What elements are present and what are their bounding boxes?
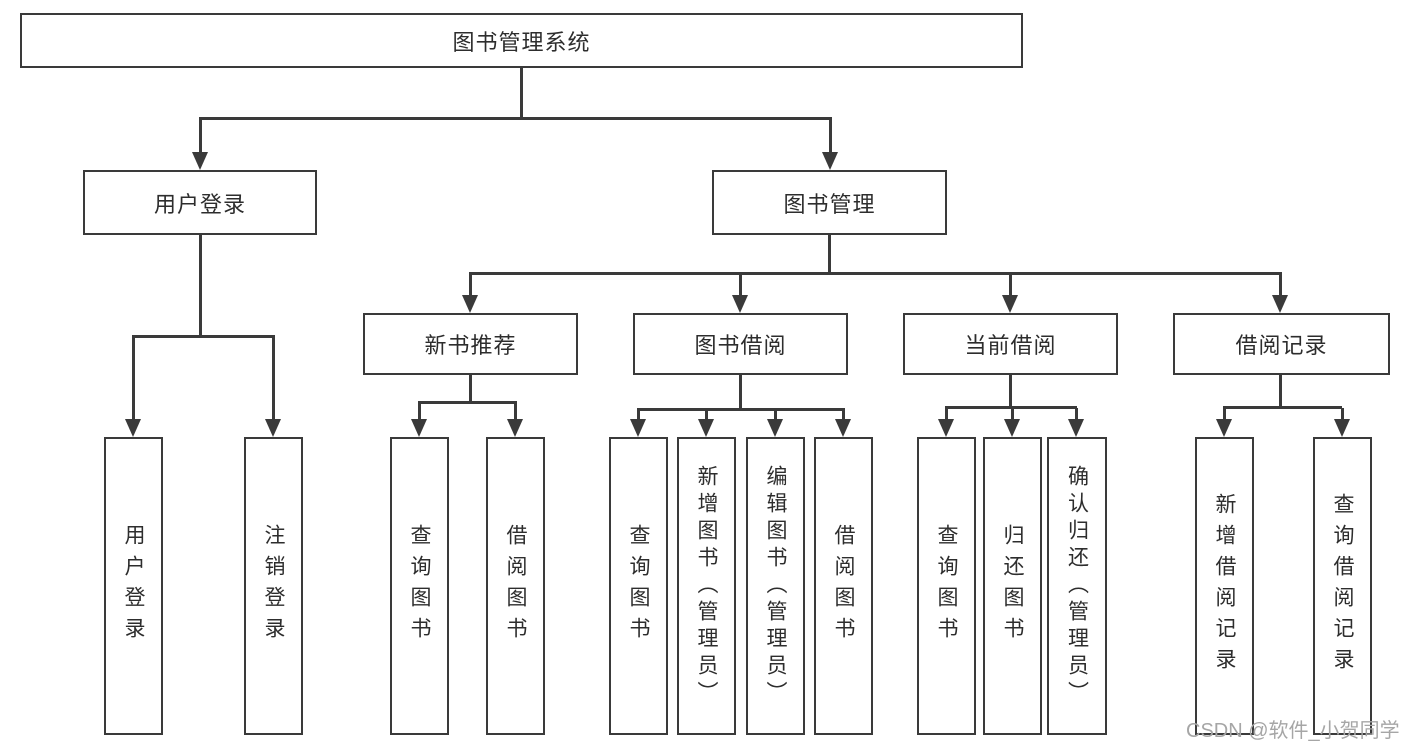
leaf-borrow-books-borrowing: 借阅图书 [814,437,873,735]
arrowhead-icon [1068,419,1084,437]
leaf-add-books-admin: 新增图书（管理员） [677,437,736,735]
connector-line [1075,408,1078,421]
node-book-borrowing: 图书借阅 [633,313,848,375]
leaf-borrow-books-borrowing-label: 借阅图书 [832,524,855,648]
connector-line [132,335,275,338]
leaf-confirm-return-admin-label: 确认归还（管理员） [1065,464,1089,708]
connector-line [469,272,1282,275]
arrowhead-icon [265,419,281,437]
connector-line [1009,375,1012,409]
leaf-user-login-label: 用户登录 [122,524,145,648]
connector-line [199,119,202,154]
connector-line [418,403,421,421]
watermark: CSDN @软件_小贺同学 [1186,720,1400,742]
connector-line [739,274,742,297]
node-root-label: 图书管理系统 [452,29,591,55]
arrowhead-icon [1002,295,1018,313]
connector-line [945,406,1077,409]
connector-line [199,235,202,338]
leaf-confirm-return-admin: 确认归还（管理员） [1047,437,1107,735]
connector-line [842,410,845,421]
connector-line [1009,274,1012,297]
arrowhead-icon [1004,419,1020,437]
connector-line [774,410,777,421]
node-root-library-system: 图书管理系统 [20,13,1023,68]
connector-line [469,375,472,404]
leaf-query-books-recommend: 查询图书 [390,437,449,735]
arrowhead-icon [125,419,141,437]
connector-line [199,117,832,120]
arrowhead-icon [462,295,478,313]
leaf-add-books-admin-label: 新增图书（管理员） [695,464,718,708]
node-user-login-label: 用户登录 [153,191,246,217]
connector-line [1341,408,1344,421]
node-user-login: 用户登录 [83,170,317,235]
connector-line [945,408,948,421]
arrowhead-icon [698,419,714,437]
arrowhead-icon [938,419,954,437]
leaf-return-books: 归还图书 [983,437,1042,735]
arrowhead-icon [1216,419,1232,437]
leaf-query-borrow-record-label: 查询借阅记录 [1331,493,1354,679]
leaf-query-books-current-label: 查询图书 [935,524,958,648]
arrowhead-icon [630,419,646,437]
leaf-add-borrow-record: 新增借阅记录 [1195,437,1254,735]
node-borrowing-records-label: 借阅记录 [1235,333,1328,358]
arrowhead-icon [1272,295,1288,313]
arrowhead-icon [732,295,748,313]
connector-line [1279,375,1282,409]
connector-line [828,235,831,275]
arrowhead-icon [411,419,427,437]
connector-line [272,337,275,421]
connector-line [829,119,832,154]
leaf-borrow-books-recommend-label: 借阅图书 [504,524,527,648]
arrowhead-icon [507,419,523,437]
leaf-logout: 注销登录 [244,437,303,735]
connector-line [1279,274,1282,297]
arrowhead-icon [835,419,851,437]
node-new-book-recommend: 新书推荐 [363,313,578,375]
arrowhead-icon [1334,419,1350,437]
connector-line [514,403,517,421]
node-new-book-recommend-label: 新书推荐 [424,333,517,358]
leaf-add-borrow-record-label: 新增借阅记录 [1213,493,1236,679]
leaf-edit-books-admin: 编辑图书（管理员） [746,437,805,735]
leaf-return-books-label: 归还图书 [1001,524,1024,648]
arrowhead-icon [767,419,783,437]
leaf-query-books-borrowing-label: 查询图书 [627,524,650,648]
connector-line [520,68,523,119]
leaf-query-books-borrowing: 查询图书 [609,437,668,735]
node-book-borrowing-label: 图书借阅 [694,333,787,358]
connector-line [132,337,135,421]
connector-line [637,408,845,411]
leaf-borrow-books-recommend: 借阅图书 [486,437,545,735]
node-borrowing-records: 借阅记录 [1173,313,1390,375]
node-book-management-label: 图书管理 [783,191,876,217]
leaf-logout-label: 注销登录 [262,524,285,648]
node-current-borrowing-label: 当前借阅 [964,333,1057,358]
connector-line [1223,408,1226,421]
connector-line [739,375,742,411]
connector-line [705,410,708,421]
arrowhead-icon [192,152,208,170]
leaf-edit-books-admin-label: 编辑图书（管理员） [764,464,787,708]
node-current-borrowing: 当前借阅 [903,313,1118,375]
connector-line [637,410,640,421]
connector-line [469,274,472,297]
leaf-user-login: 用户登录 [104,437,163,735]
leaf-query-books-recommend-label: 查询图书 [408,524,431,648]
leaf-query-books-current: 查询图书 [917,437,976,735]
connector-line [1223,406,1342,409]
connector-line [1011,408,1014,421]
arrowhead-icon [822,152,838,170]
connector-line [418,401,517,404]
node-book-management: 图书管理 [712,170,947,235]
leaf-query-borrow-record: 查询借阅记录 [1313,437,1372,735]
